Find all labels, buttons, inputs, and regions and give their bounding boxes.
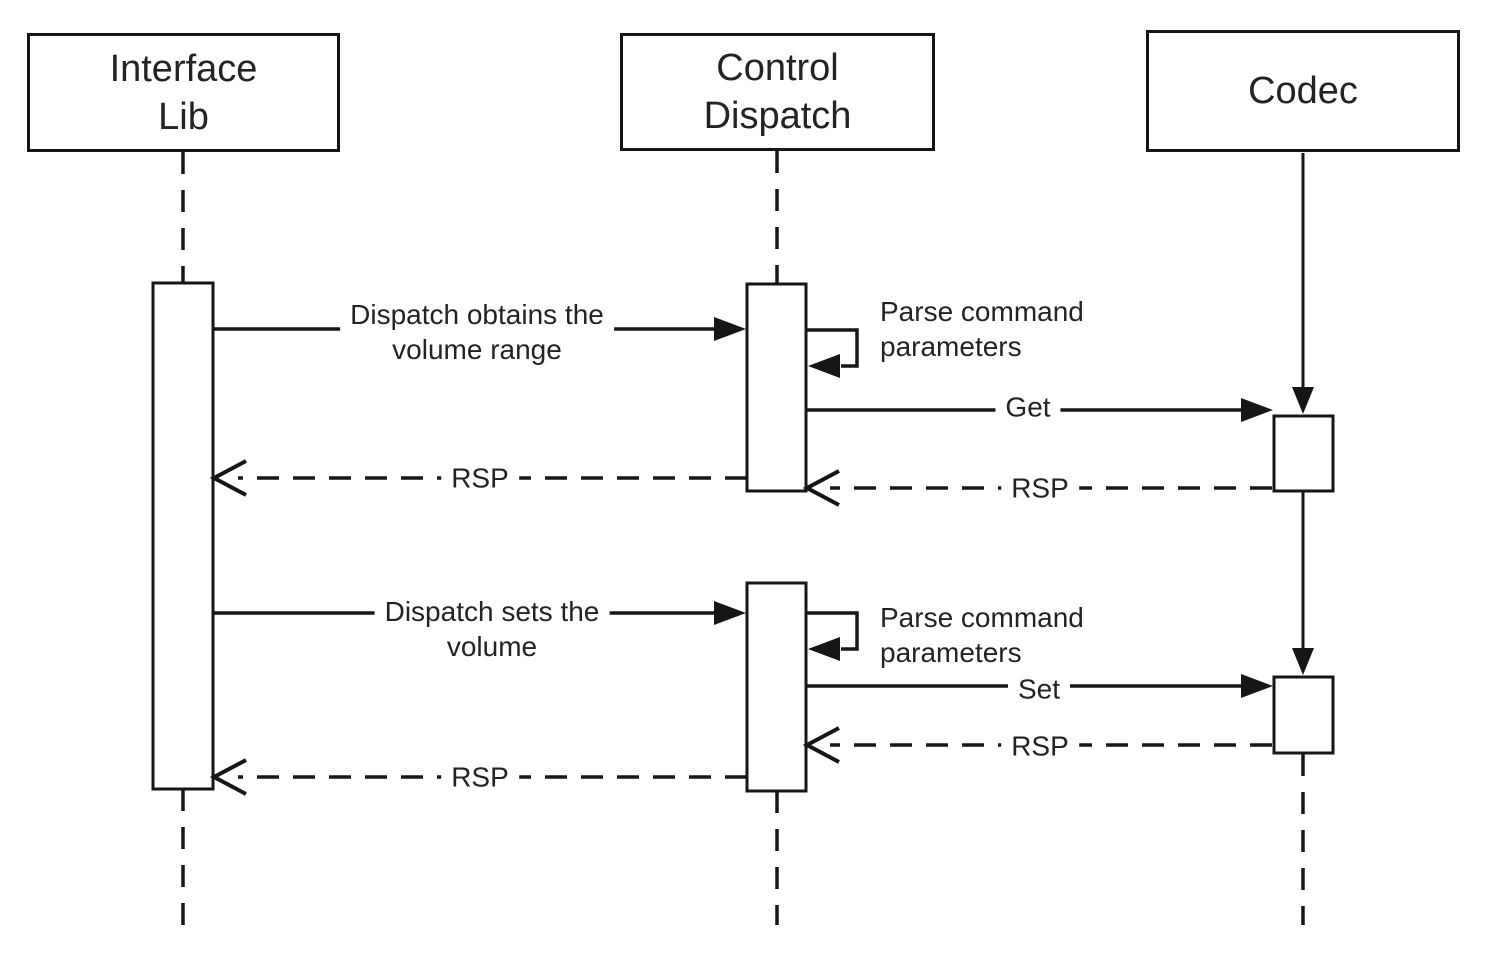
arrowhead-rsp-dispatch-1 — [209, 459, 247, 497]
arrowhead-down-codec-2 — [1292, 648, 1314, 675]
arrowhead-get — [1241, 398, 1273, 422]
arrowhead-parse-2 — [808, 637, 840, 661]
message-label-set-volume: Dispatch sets the volume — [374, 594, 610, 664]
actor-control-dispatch-label: Control Dispatch — [703, 47, 852, 137]
arrowhead-set — [1241, 674, 1273, 698]
self-loop-parse-2 — [806, 611, 859, 651]
arrowhead-rsp-codec-1 — [802, 469, 840, 507]
message-label-get: Get — [995, 389, 1061, 425]
message-label-obtain-volume: Dispatch obtains the volume range — [340, 297, 614, 367]
arrowhead-rsp-dispatch-2 — [209, 758, 247, 796]
arrowhead-parse-1 — [808, 354, 840, 378]
message-label-rsp-dispatch-2: RSP — [441, 759, 519, 795]
self-loop-parse-1 — [806, 328, 859, 368]
arrowhead-set-volume — [714, 601, 746, 625]
message-label-parse-2: Parse command parameters — [880, 602, 1084, 668]
actor-interface-lib: Interface Lib — [27, 33, 340, 152]
message-label-rsp-codec-2: RSP — [1001, 728, 1079, 764]
message-label-set: Set — [1007, 671, 1071, 707]
arrowhead-obtain-volume — [714, 317, 746, 341]
arrowhead-rsp-codec-2 — [802, 726, 840, 764]
activation-control-dispatch-1 — [745, 282, 808, 493]
actor-codec: Codec — [1146, 30, 1460, 152]
activation-codec-1 — [1272, 414, 1335, 493]
activation-control-dispatch-2 — [745, 581, 808, 793]
message-label-rsp-codec-1: RSP — [1001, 470, 1079, 506]
actor-codec-label: Codec — [1248, 70, 1358, 112]
actor-interface-lib-label: Interface Lib — [109, 47, 258, 138]
arrowhead-down-codec-1 — [1292, 387, 1314, 414]
actor-control-dispatch: Control Dispatch — [620, 33, 935, 151]
message-label-parse-1: Parse command parameters — [880, 296, 1084, 362]
activation-codec-2 — [1272, 675, 1335, 755]
message-label-rsp-dispatch-1: RSP — [441, 460, 519, 496]
activation-interface-lib — [151, 281, 215, 791]
